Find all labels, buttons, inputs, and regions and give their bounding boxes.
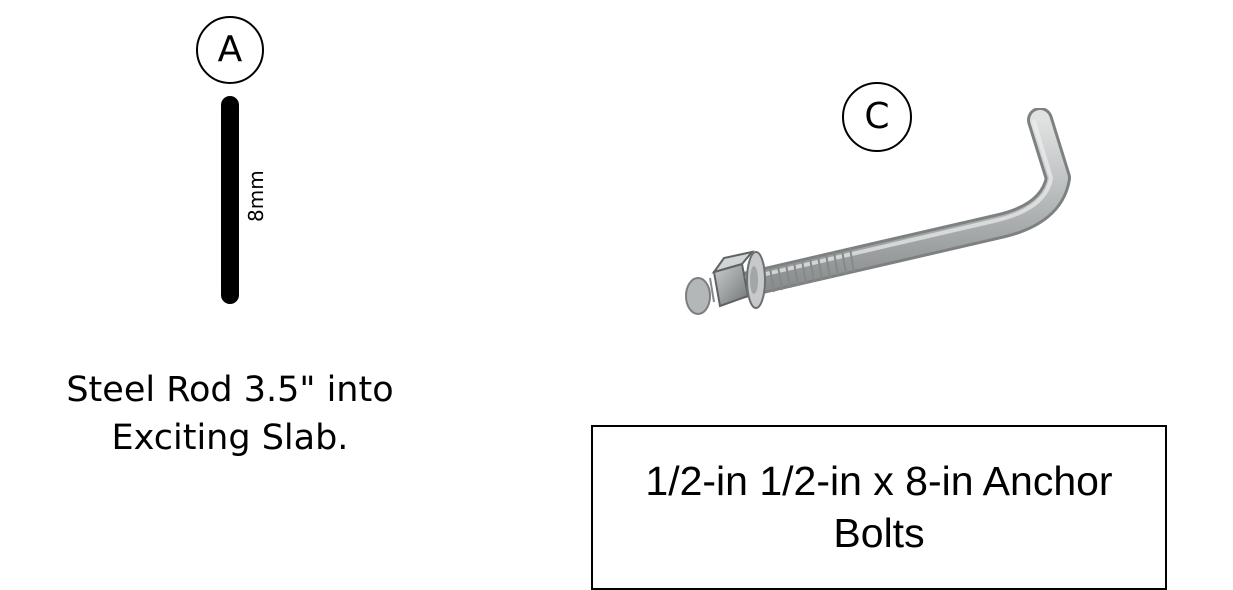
item-a-caption: Steel Rod 3.5" into Exciting Slab. bbox=[20, 366, 440, 462]
anchor-bolt-icon bbox=[685, 107, 1071, 315]
rod-dimension-label: 8mm bbox=[244, 170, 268, 222]
item-a-label-circle: A bbox=[196, 16, 264, 84]
item-c-label: C bbox=[864, 96, 890, 137]
item-c-caption-line-2: Bolts bbox=[833, 510, 925, 556]
anchor-bolt-image bbox=[680, 107, 1080, 338]
item-c-caption-box: 1/2-in 1/2-in x 8-in Anchor Bolts bbox=[591, 425, 1167, 590]
item-a-caption-line-2: Exciting Slab. bbox=[111, 418, 349, 458]
item-c-caption-line-1: 1/2-in 1/2-in x 8-in Anchor bbox=[645, 458, 1113, 504]
item-c-label-circle: C bbox=[842, 82, 912, 152]
item-a-label: A bbox=[217, 29, 243, 70]
item-a-caption-line-1: Steel Rod 3.5" into bbox=[66, 370, 394, 410]
steel-rod-illustration bbox=[221, 96, 239, 304]
